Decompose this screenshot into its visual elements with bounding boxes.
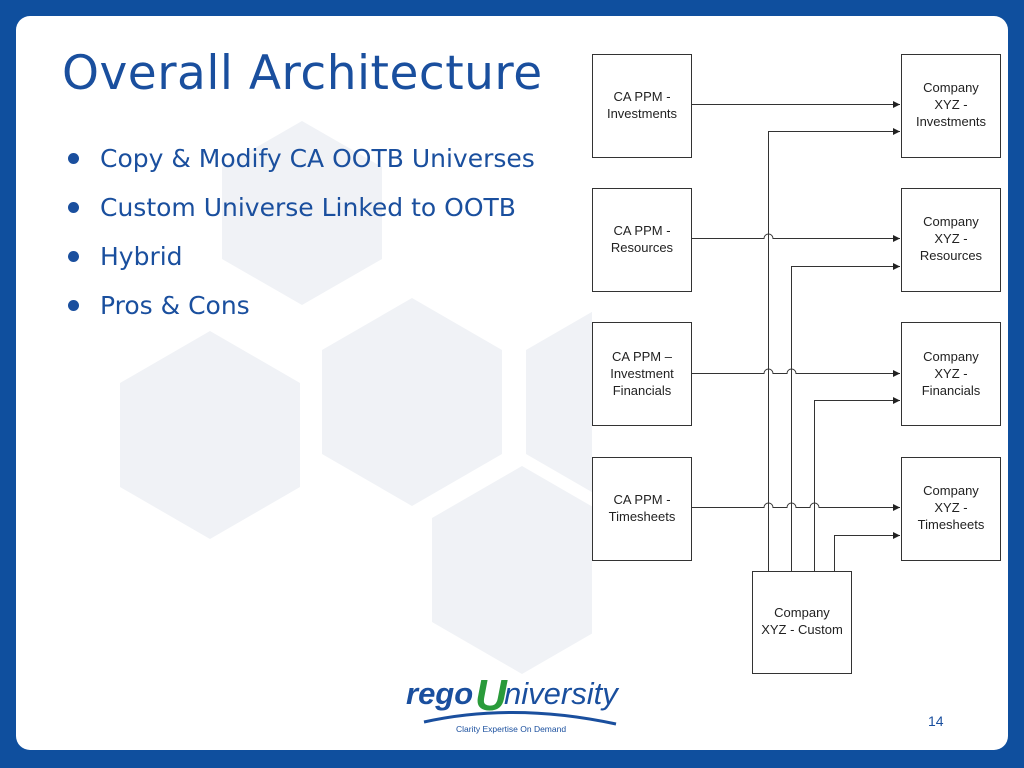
arrow-timesheets <box>692 502 900 511</box>
bullet-item: Copy & Modify CA OOTB Universes <box>66 144 535 193</box>
box-company-xyz-timesheets <box>901 457 1001 561</box>
slide-title: Overall Architecture <box>62 46 543 101</box>
svg-text:U: U <box>475 671 508 720</box>
bullet-dot-icon <box>68 251 79 262</box>
architecture-diagram: CA PPM -Investments CA PPM -Resources CA… <box>592 46 1002 706</box>
bullet-list: Copy & Modify CA OOTB Universes Custom U… <box>66 144 535 340</box>
box-ca-ppm-investment-financials <box>592 322 692 426</box>
box-label: CA PPM -Timesheets <box>609 492 676 524</box>
box-company-xyz-investments <box>901 54 1001 158</box>
rego-university-logo: rego U niversity Clarity Expertise On De… <box>406 671 620 734</box>
bullet-text: Copy & Modify CA OOTB Universes <box>100 144 535 173</box>
bullet-dot-icon <box>68 202 79 213</box>
hexagon-background <box>120 121 706 674</box>
box-company-xyz-financials <box>901 322 1001 426</box>
svg-text:niversity: niversity <box>504 676 620 711</box>
svg-text:rego: rego <box>406 676 473 711</box>
bullet-item: Hybrid <box>66 242 535 291</box>
box-company-xyz-custom <box>752 571 852 674</box>
box-ca-ppm-timesheets <box>592 457 692 561</box>
bullet-item: Pros & Cons <box>66 291 535 340</box>
slide: Overall Architecture Copy & Modify CA OO… <box>16 16 1008 750</box>
box-company-xyz-resources <box>901 188 1001 292</box>
box-label: CA PPM -Resources <box>611 223 674 255</box>
bullet-text: Custom Universe Linked to OOTB <box>100 193 516 222</box>
bullet-dot-icon <box>68 153 79 164</box>
box-label: CA PPM -Investments <box>607 89 678 121</box>
bullet-text: Pros & Cons <box>100 291 250 320</box>
box-ca-ppm-investments <box>592 54 692 158</box>
page-number: 14 <box>928 713 944 729</box>
arrow-resources <box>692 233 900 242</box>
box-ca-ppm-resources <box>592 188 692 292</box>
bullet-text: Hybrid <box>100 242 183 271</box>
svg-text:Clarity Expertise On Demand: Clarity Expertise On Demand <box>456 724 566 734</box>
bullet-item: Custom Universe Linked to OOTB <box>66 193 535 242</box>
bullet-dot-icon <box>68 300 79 311</box>
arrow-financials <box>692 368 900 377</box>
